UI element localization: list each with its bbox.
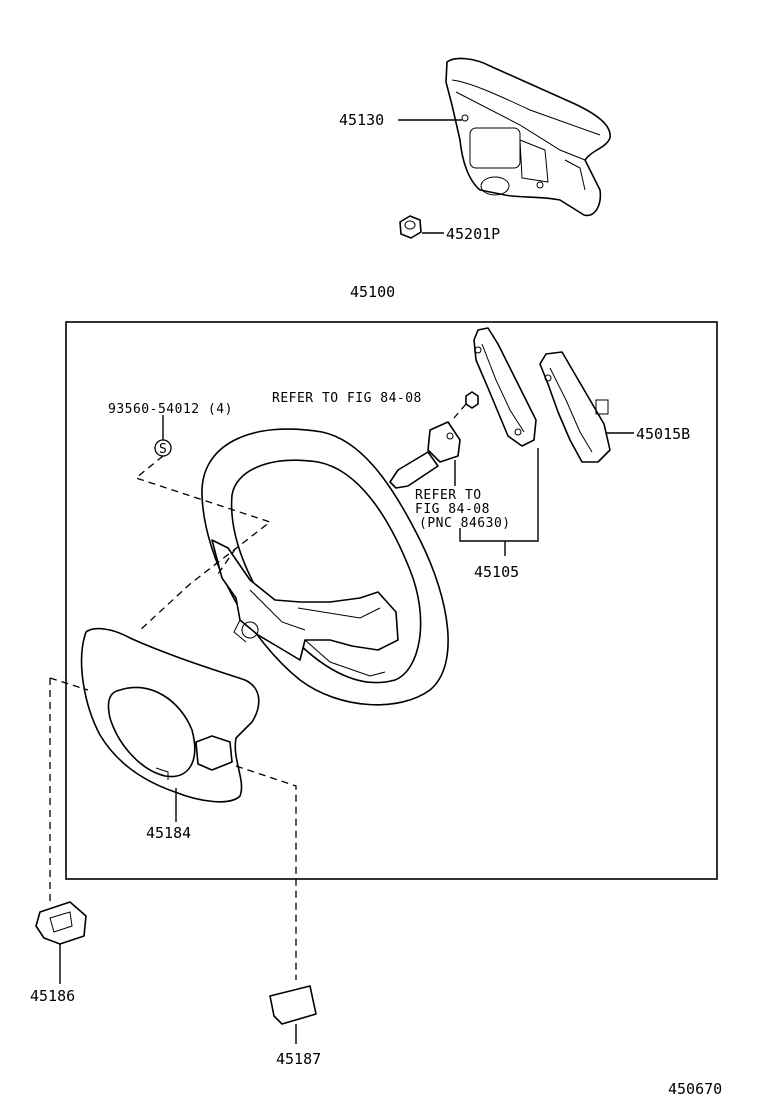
label-45130: 45130 <box>339 111 384 129</box>
cover-45184 <box>80 627 260 803</box>
nut-45201P <box>399 215 422 239</box>
steering-wheel <box>201 428 449 706</box>
pad-45186 <box>35 901 87 945</box>
assembly-boundary-box <box>65 321 718 880</box>
stalk-switch <box>389 421 461 489</box>
pad-45187 <box>269 985 317 1025</box>
label-45187: 45187 <box>276 1050 321 1068</box>
switch-45105 <box>473 327 537 447</box>
label-45186: 45186 <box>30 987 75 1005</box>
label-45100: 45100 <box>350 283 395 301</box>
svg-text:S: S <box>159 442 167 457</box>
label-45201P: 45201P <box>446 225 500 243</box>
label-45105: 45105 <box>474 563 519 581</box>
label-figure-id: 450670 <box>668 1080 722 1098</box>
airbag-assembly-45130 <box>445 57 611 217</box>
screw-refer <box>465 391 479 409</box>
switch-45015B <box>539 351 611 463</box>
label-refer-mid-2: FIG 84-08 <box>415 502 490 517</box>
label-refer-mid-1: REFER TO <box>415 488 482 503</box>
label-45184: 45184 <box>146 824 191 842</box>
label-45015B: 45015B <box>636 425 690 443</box>
screw-symbol: S <box>154 439 172 457</box>
label-refer-top: REFER TO FIG 84-08 <box>272 391 422 406</box>
label-93560-54012: 93560-54012 (4) <box>108 402 233 417</box>
label-refer-mid-3: (PNC 84630) <box>419 516 511 531</box>
